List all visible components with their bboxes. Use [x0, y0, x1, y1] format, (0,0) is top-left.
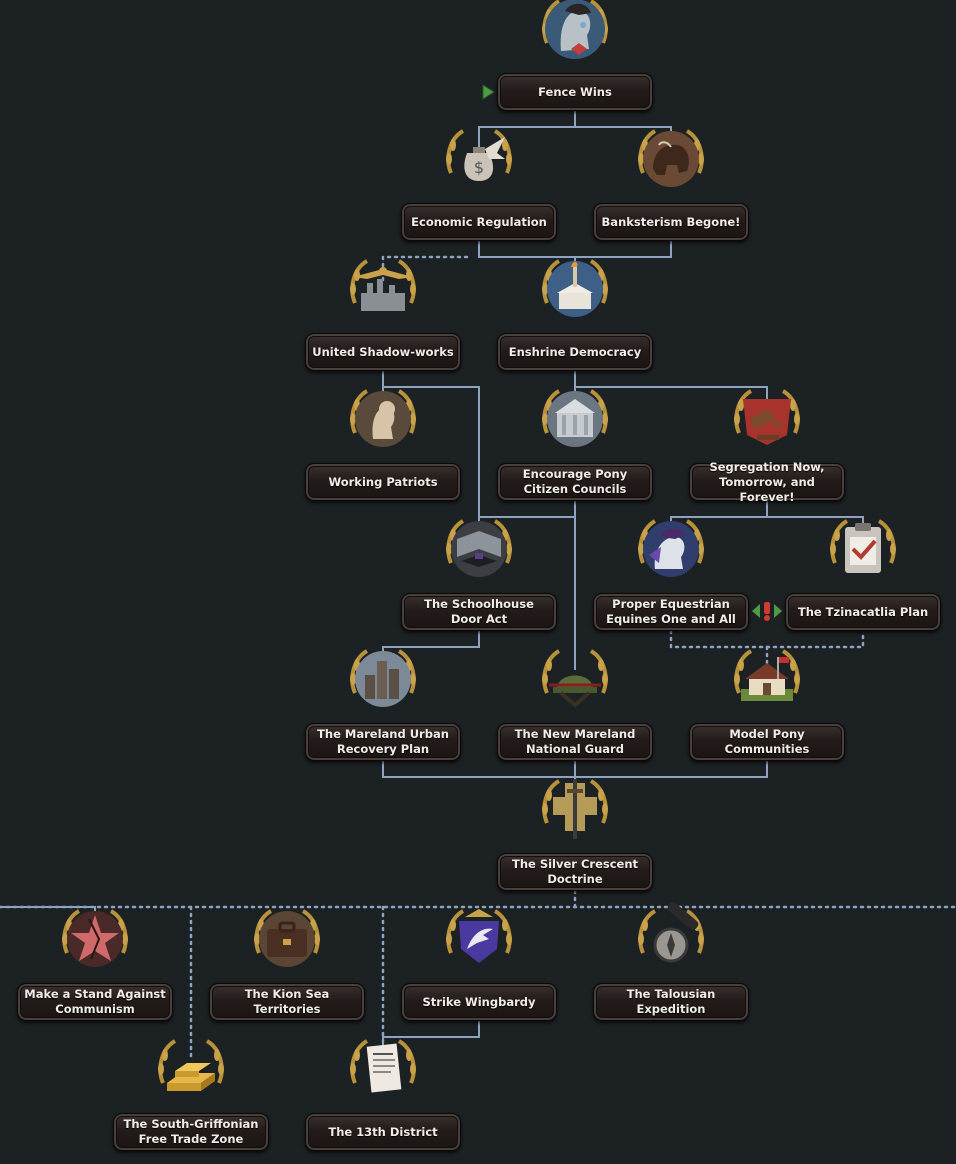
soldier-helmet-icon: [535, 639, 615, 719]
mutually-exclusive-icon: [750, 600, 784, 622]
worker-pony-icon: [343, 379, 423, 459]
focus-label[interactable]: Fence Wins: [497, 73, 653, 111]
focus-label[interactable]: The Tzinacatlia Plan: [785, 593, 941, 631]
focus-label[interactable]: The Mareland Urban Recovery Plan: [305, 723, 461, 761]
focus-label[interactable]: Make a Stand Against Communism: [17, 983, 173, 1021]
industry-eagle-icon: [343, 249, 423, 329]
focus-label[interactable]: The Schoolhouse Door Act: [401, 593, 557, 631]
senate-building-icon: [535, 379, 615, 459]
svg-text:$: $: [474, 158, 484, 177]
pony-portrait-icon: [535, 0, 615, 69]
focus-label[interactable]: The 13th District: [305, 1113, 461, 1151]
focus-label[interactable]: Model Pony Communities: [689, 723, 845, 761]
focus-label[interactable]: The Talousian Expedition: [593, 983, 749, 1021]
pony-purple-icon: [631, 509, 711, 589]
focus-label[interactable]: Strike Wingbardy: [401, 983, 557, 1021]
play-arrow-icon: [481, 84, 495, 100]
broken-red-star-icon: [55, 899, 135, 979]
focus-label[interactable]: The Kion Sea Territories: [209, 983, 365, 1021]
suburban-house-icon: [727, 639, 807, 719]
focus-label[interactable]: Economic Regulation: [401, 203, 557, 241]
focus-label[interactable]: Encourage Pony Citizen Councils: [497, 463, 653, 501]
focus-label[interactable]: Working Patriots: [305, 463, 461, 501]
focus-label[interactable]: United Shadow-works: [305, 333, 461, 371]
focus-label[interactable]: Proper Equestrian Equines One and All: [593, 593, 749, 631]
clipboard-check-icon: [823, 509, 903, 589]
briefcase-icon: [247, 899, 327, 979]
document-scroll-icon: [343, 1029, 423, 1109]
capitol-torch-icon: [535, 249, 615, 329]
gold-bars-icon: [151, 1029, 231, 1109]
focus-label[interactable]: Enshrine Democracy: [497, 333, 653, 371]
focus-label[interactable]: The Silver Crescent Doctrine: [497, 853, 653, 891]
city-icon: [343, 639, 423, 719]
sword-cross-icon: [535, 769, 615, 849]
money-bag-eagle-icon: $: [439, 119, 519, 199]
book-graduation-icon: [439, 509, 519, 589]
focus-label[interactable]: The South-Griffonian Free Trade Zone: [113, 1113, 269, 1151]
focus-label[interactable]: The New Mareland National Guard: [497, 723, 653, 761]
griffon-shield-icon: [439, 899, 519, 979]
gavel-icon: [727, 379, 807, 459]
focus-label[interactable]: Segregation Now, Tomorrow, and Forever!: [689, 463, 845, 501]
bison-icon: [631, 119, 711, 199]
focus-label[interactable]: Banksterism Begone!: [593, 203, 749, 241]
compass-telescope-icon: [631, 899, 711, 979]
